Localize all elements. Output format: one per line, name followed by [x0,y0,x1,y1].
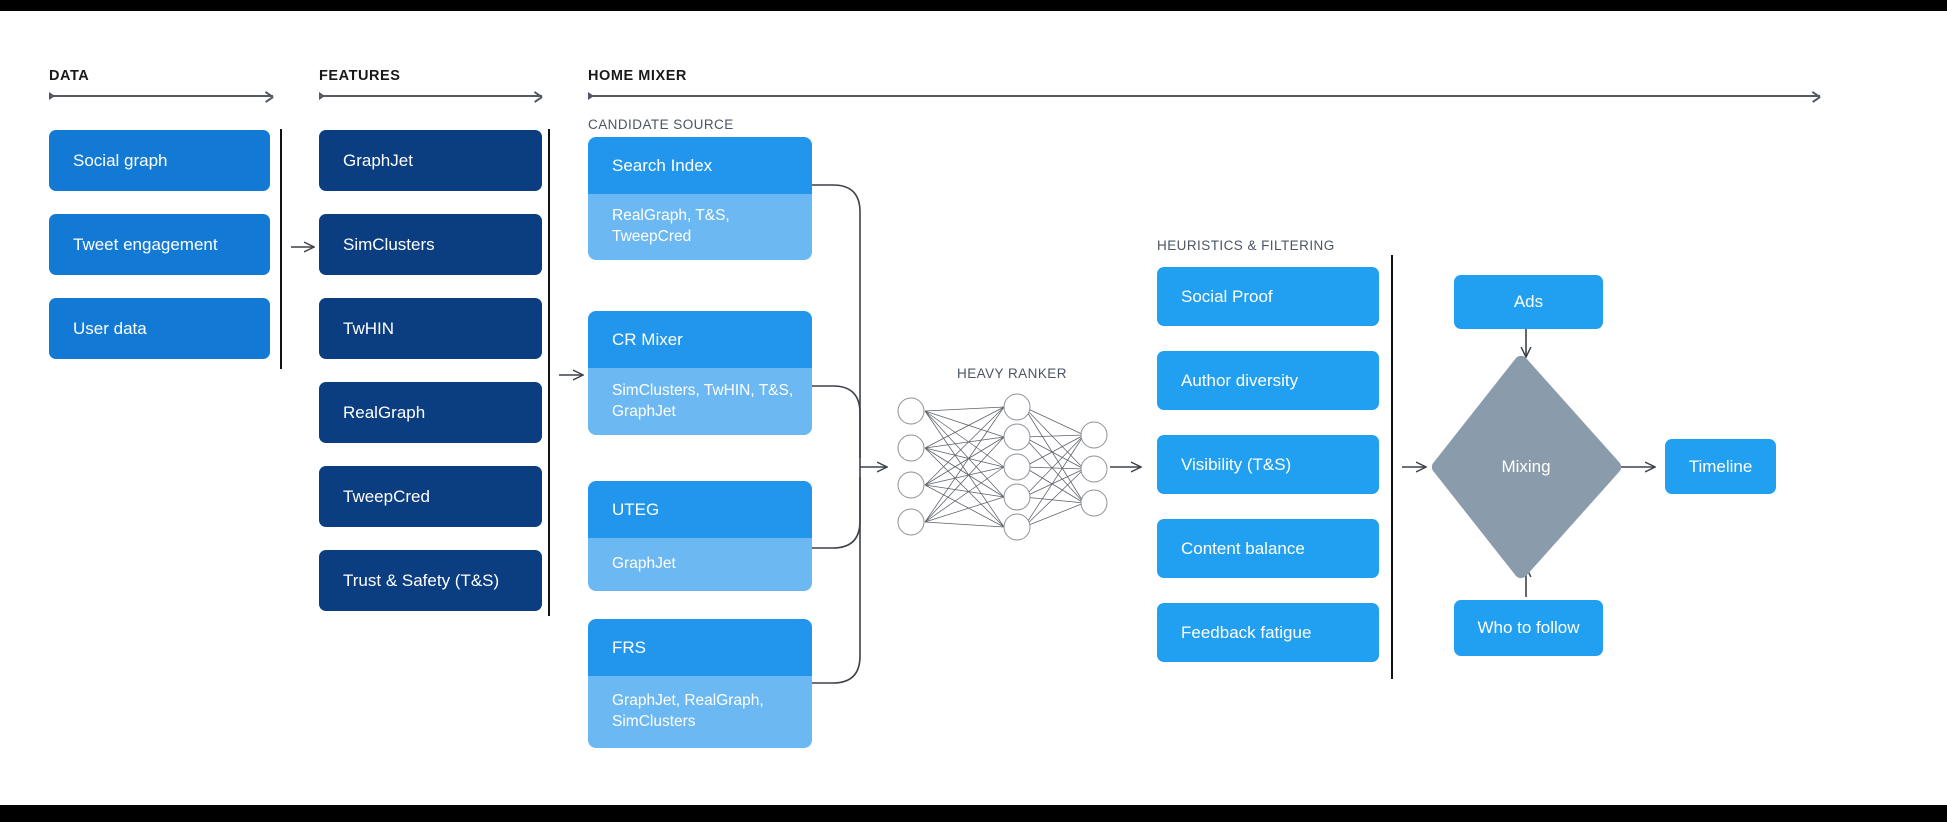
data-box-tweet-engagement[interactable]: Tweet engagement [49,214,270,275]
heuristic-box-visibility[interactable]: Visibility (T&S) [1157,435,1379,494]
divider-heuristics-output [1391,255,1393,679]
data-box-label: Tweet engagement [73,234,218,254]
feature-box-tweepcred[interactable]: TweepCred [319,466,542,527]
output-box-label: Ads [1513,292,1544,312]
heuristic-box-label: Content balance [1181,538,1305,558]
feature-box-realgraph[interactable]: RealGraph [319,382,542,443]
mixing-diamond[interactable] [1431,355,1622,579]
candidate-source-title: Search Index [588,137,812,194]
feature-box-label: GraphJet [343,150,413,170]
axis-arrow-data [49,91,273,101]
heuristic-box-author-diversity[interactable]: Author diversity [1157,351,1379,410]
heavy-ranker-network [897,393,1108,541]
candidate-source-title: UTEG [588,481,812,538]
section-label-home-mixer: HOME MIXER [588,68,687,84]
candidate-source-card-cr-mixer[interactable]: CR Mixer SimClusters, TwHIN, T&S, GraphJ… [588,311,812,435]
divider-features-home-mixer [548,129,550,616]
output-box-timeline[interactable]: Timeline [1665,439,1776,494]
heuristic-box-label: Feedback fatigue [1181,622,1312,642]
feature-box-label: TwHIN [343,318,394,338]
diagram-canvas: DATA FEATURES HOME MIXER CANDIDATE SOURC… [0,11,1947,805]
feature-box-graphjet[interactable]: GraphJet [319,130,542,191]
section-label-data: DATA [49,68,90,84]
section-label-features: FEATURES [319,68,401,84]
candidate-source-detail: RealGraph, T&S, TweepCred [588,194,812,260]
axis-arrow-features [319,91,542,101]
section-label-heavy-ranker: HEAVY RANKER [957,366,1067,381]
data-box-label: Social graph [73,150,168,170]
output-box-label: Timeline [1688,456,1753,476]
mixing-label: Mixing [1501,457,1551,476]
feature-box-simclusters[interactable]: SimClusters [319,214,542,275]
output-box-ads[interactable]: Ads [1454,275,1603,329]
feature-box-label: SimClusters [343,234,435,254]
axis-arrow-home-mixer [588,91,1820,101]
output-box-label: Who to follow [1477,618,1580,638]
heuristic-box-label: Author diversity [1181,370,1299,390]
data-box-user-data[interactable]: User data [49,298,270,359]
heuristic-box-label: Visibility (T&S) [1181,454,1292,474]
data-box-label: User data [73,318,147,338]
candidate-source-card-uteg[interactable]: UTEG GraphJet [588,481,812,591]
feature-box-label: TweepCred [343,486,430,506]
candidate-source-detail: GraphJet, RealGraph, SimClusters [588,676,812,748]
candidate-source-card-frs[interactable]: FRS GraphJet, RealGraph, SimClusters [588,619,812,748]
heuristic-box-label: Social Proof [1181,286,1273,306]
candidate-source-title: FRS [588,619,812,676]
section-label-heuristics: HEURISTICS & FILTERING [1157,238,1335,253]
feature-box-trust-and-safety[interactable]: Trust & Safety (T&S) [319,550,542,611]
connector-layer [291,184,1947,684]
heuristic-box-social-proof[interactable]: Social Proof [1157,267,1379,326]
feature-box-label: Trust & Safety (T&S) [343,570,500,590]
candidate-source-card-search-index[interactable]: Search Index RealGraph, T&S, TweepCred [588,137,812,260]
feature-box-twhin[interactable]: TwHIN [319,298,542,359]
heuristic-box-content-balance[interactable]: Content balance [1157,519,1379,578]
feature-box-label: RealGraph [343,402,426,422]
section-label-candidate-source: CANDIDATE SOURCE [588,117,734,132]
heuristic-box-feedback-fatigue[interactable]: Feedback fatigue [1157,603,1379,662]
divider-data-features [280,129,282,369]
candidate-source-title: CR Mixer [588,311,812,368]
data-box-social-graph[interactable]: Social graph [49,130,270,191]
output-box-who-to-follow[interactable]: Who to follow [1454,600,1603,656]
candidate-source-detail: GraphJet [588,538,812,591]
candidate-source-detail: SimClusters, TwHIN, T&S, GraphJet [588,368,812,435]
